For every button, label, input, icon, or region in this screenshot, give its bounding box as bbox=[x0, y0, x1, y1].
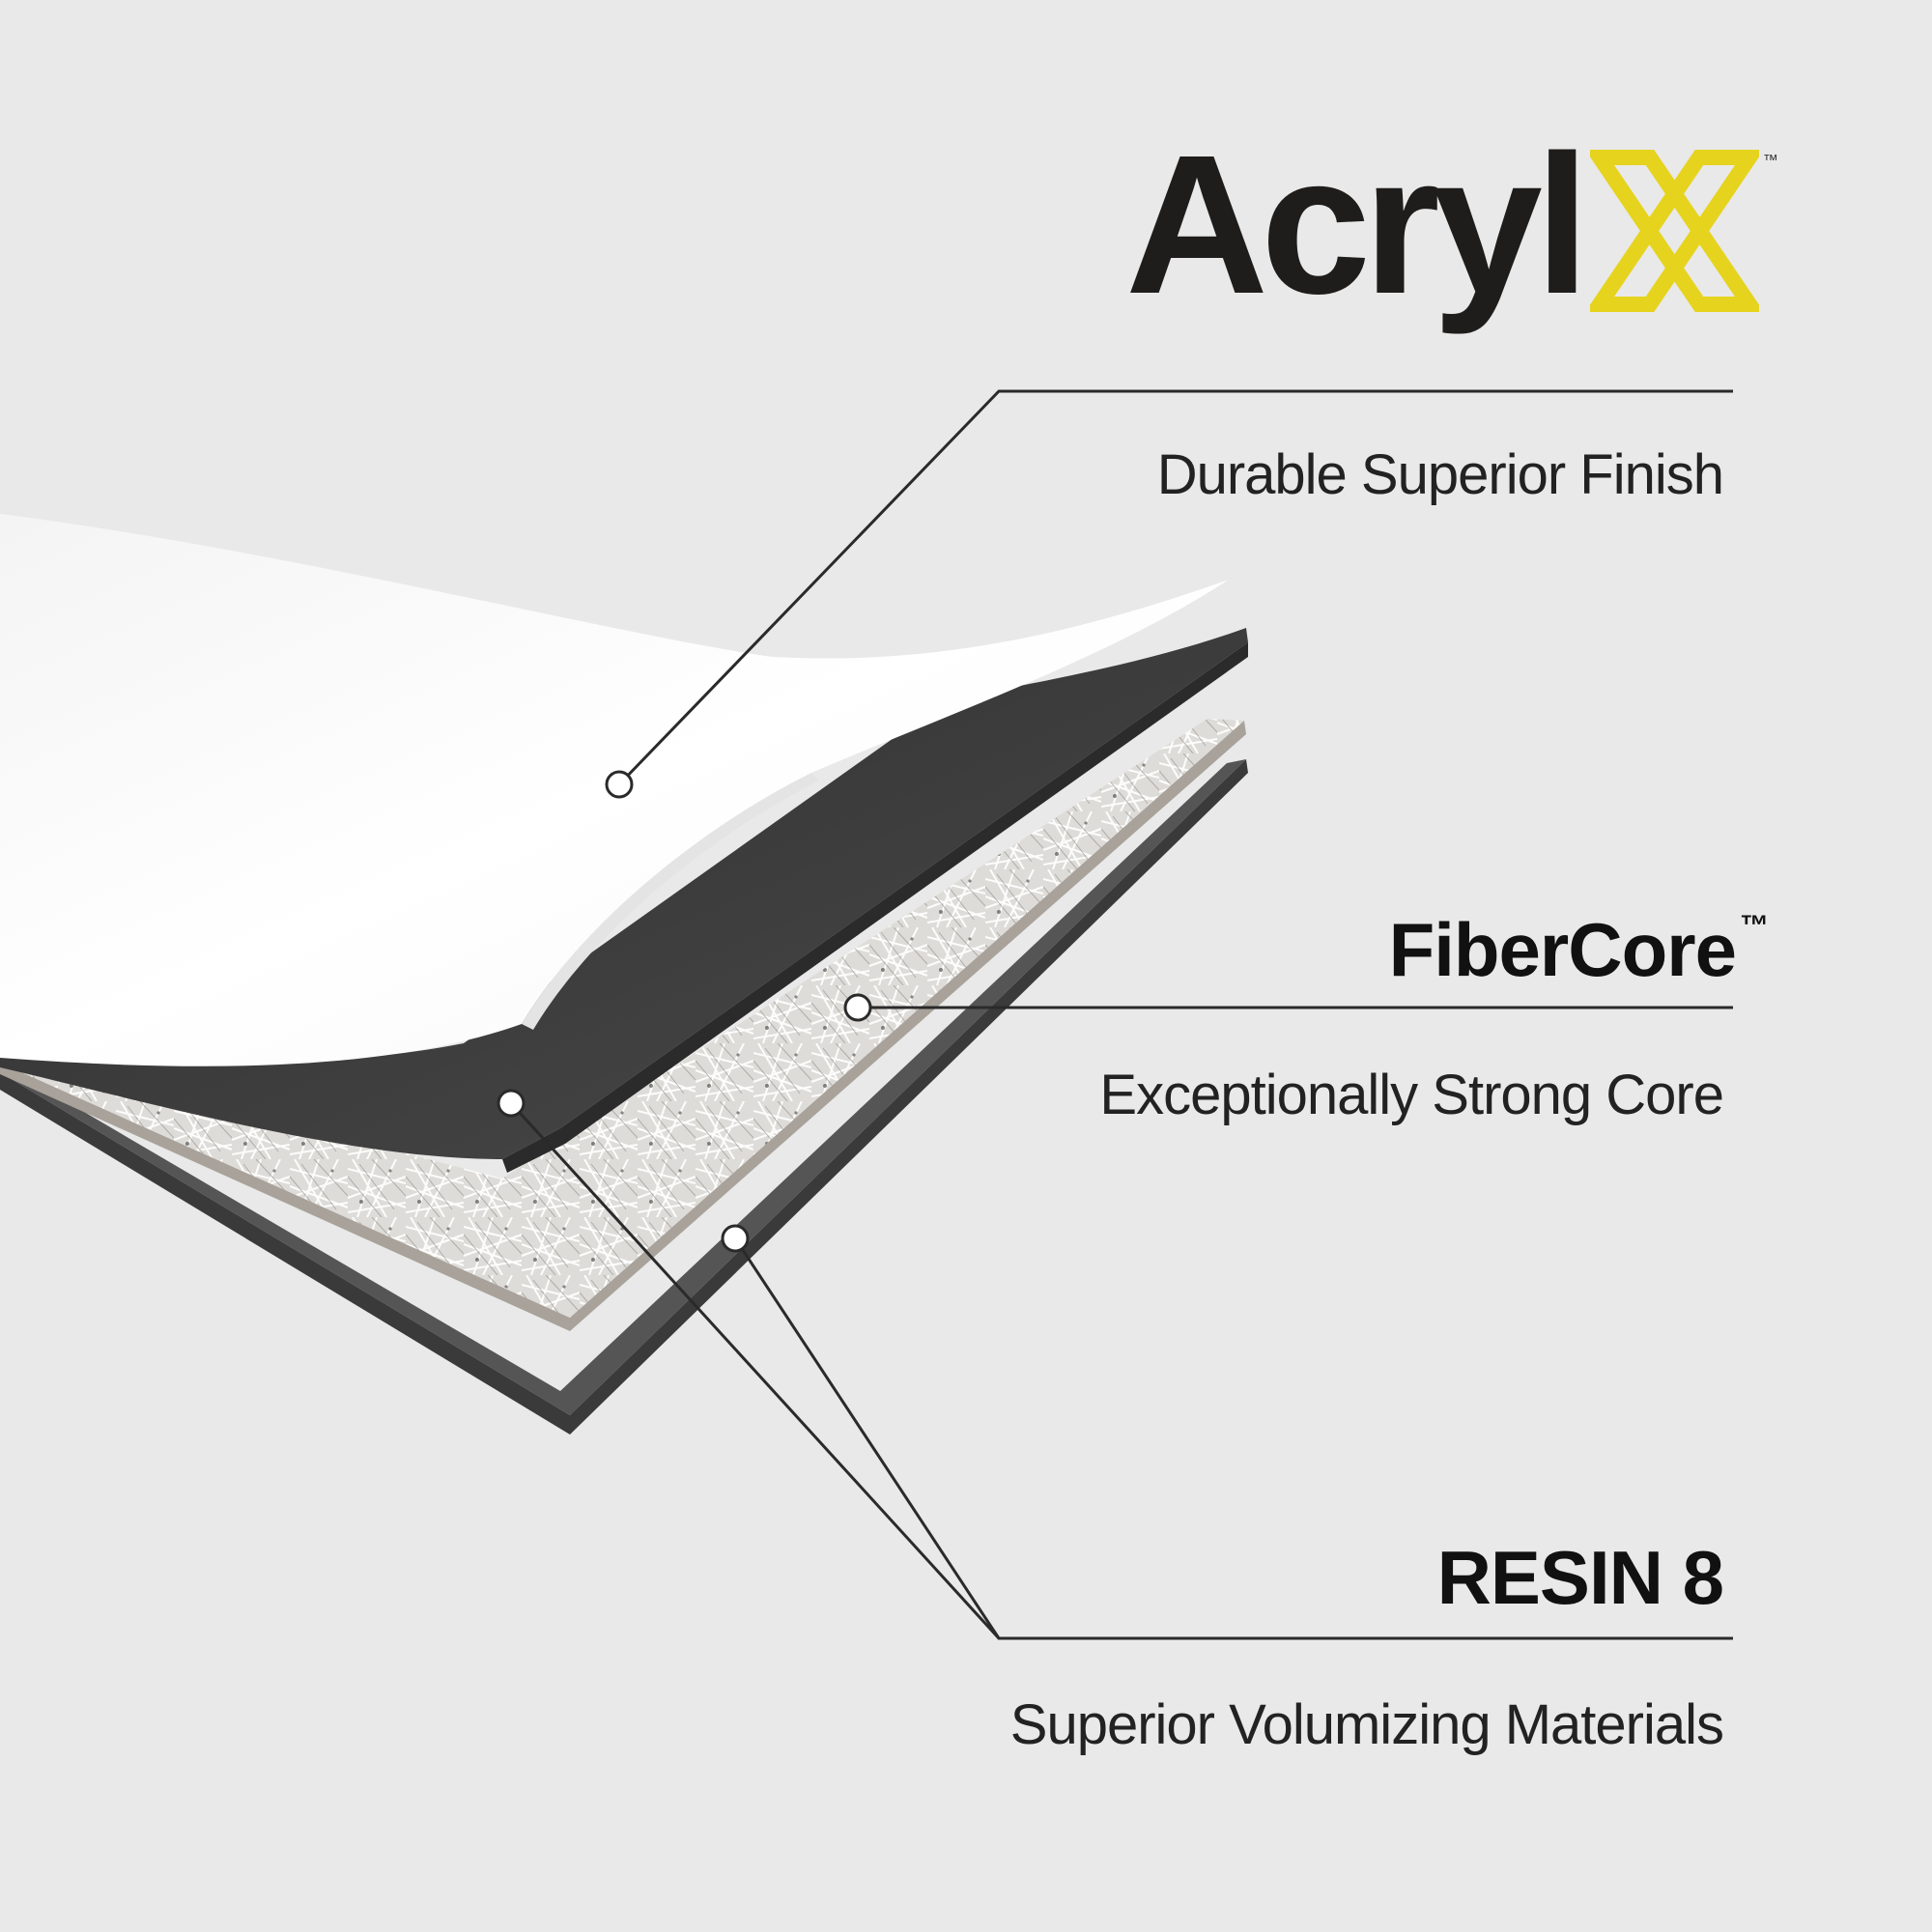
callout-dot-fibercore bbox=[843, 993, 872, 1022]
leader-lines bbox=[509, 389, 1733, 1640]
fibercore-layer bbox=[0, 719, 1246, 1331]
brand-name: Acryl bbox=[1125, 114, 1590, 335]
callout-dot-resin-lower bbox=[721, 1224, 750, 1253]
brand-trademark: ™ bbox=[1762, 153, 1778, 169]
resin-description: Superior Volumizing Materials bbox=[1009, 1693, 1724, 1756]
leader-line-finish bbox=[617, 389, 1733, 786]
finish-description: Durable Superior Finish bbox=[1156, 443, 1724, 506]
callout-dot-finish bbox=[605, 770, 634, 799]
bottom-resin-layer bbox=[0, 759, 1248, 1435]
fibercore-trademark: ™ bbox=[1740, 910, 1769, 942]
leader-line-resin-1 bbox=[509, 1101, 1001, 1640]
resin-heading: RESIN 8 bbox=[1436, 1535, 1724, 1620]
callout-dots bbox=[497, 770, 872, 1253]
upper-resin-layer bbox=[0, 628, 1248, 1173]
leader-line-resin-2 bbox=[733, 1237, 1733, 1640]
brand-logo: Acryl ™ bbox=[1125, 126, 1778, 324]
fibercore-description: Exceptionally Strong Core bbox=[1099, 1064, 1724, 1126]
callout-dot-resin-upper bbox=[497, 1089, 526, 1118]
fibercore-heading-text: FiberCore bbox=[1388, 907, 1737, 992]
x-logo-icon bbox=[1589, 150, 1759, 312]
